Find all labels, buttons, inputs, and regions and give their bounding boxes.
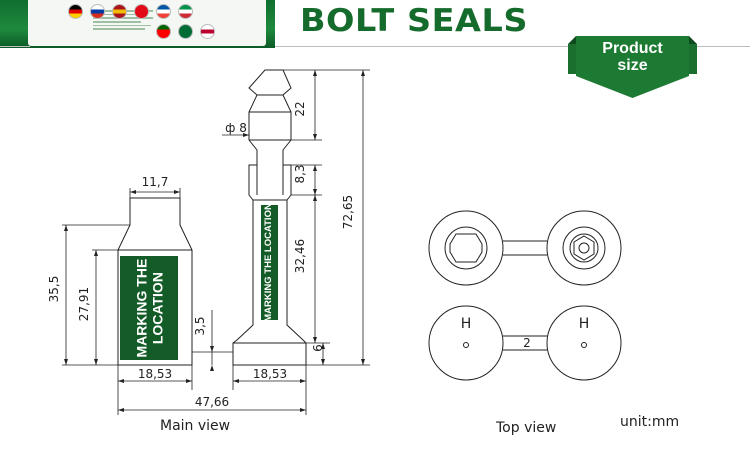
france-flag-icon: [156, 4, 171, 19]
dim-gap: 3,5: [193, 316, 207, 335]
dim-body-lower-height: 27,91: [77, 287, 91, 321]
header-divider: [275, 46, 750, 47]
dim-top-gap: 2: [523, 336, 531, 350]
marking-area-pin: MARKING THE LOCATION: [261, 203, 278, 322]
dim-body-width: 18,53: [138, 367, 172, 381]
header-divider-left: [0, 46, 30, 47]
marking-label-line-1: MARKING THE: [132, 258, 149, 358]
dim-neck-length: 8,3: [293, 164, 307, 183]
product-size-badge: [568, 36, 697, 98]
russia-flag-icon: [90, 4, 105, 19]
germany-flag-icon: [68, 4, 83, 19]
marking-label-line-2: LOCATION: [149, 271, 165, 345]
portugal-flag-icon: [156, 24, 171, 39]
dimension-arrows: [64, 70, 365, 412]
badge-label: Product size: [566, 40, 699, 74]
dim-shank-length: 32,46: [293, 239, 307, 273]
italy-flag-icon: [178, 4, 193, 19]
badge-line-1: Product: [602, 40, 663, 57]
spain-flag-icon: [112, 4, 127, 19]
dimension-lines: [62, 69, 370, 415]
page-title: BOLT SEALS: [300, 3, 529, 39]
dim-flange-height: 6: [311, 344, 325, 352]
dim-overall-width: 47,66: [195, 395, 229, 409]
top-view-upper: [428, 210, 622, 286]
dim-flange-width: 18,53: [253, 367, 287, 381]
dim-top-width: 11,7: [142, 175, 169, 189]
japan-flag-icon: [200, 24, 215, 39]
dim-tip-length: 22: [293, 101, 307, 116]
marking-area-body: MARKING THE LOCATION: [120, 256, 178, 360]
marking-label-pin: MARKING THE LOCATION: [263, 203, 275, 322]
dim-body-height: 35,5: [47, 276, 61, 303]
dim-total-length: 72,65: [341, 195, 355, 229]
turkey-flag-icon: [134, 4, 149, 19]
caption-main-view: Main view: [160, 418, 231, 434]
top-view-letter-right: H: [579, 316, 590, 332]
header-banner: [0, 0, 275, 48]
dim-pin-diameter: ф 8: [225, 121, 247, 135]
top-view-letter-left: H: [461, 316, 472, 332]
caption-top-view: Top view: [496, 420, 557, 436]
caption-unit: unit:mm: [620, 414, 680, 430]
saudi-flag-icon: [178, 24, 193, 39]
badge-line-2: size: [617, 57, 648, 74]
top-view-lower: [428, 305, 622, 381]
banner-card: [28, 0, 266, 46]
